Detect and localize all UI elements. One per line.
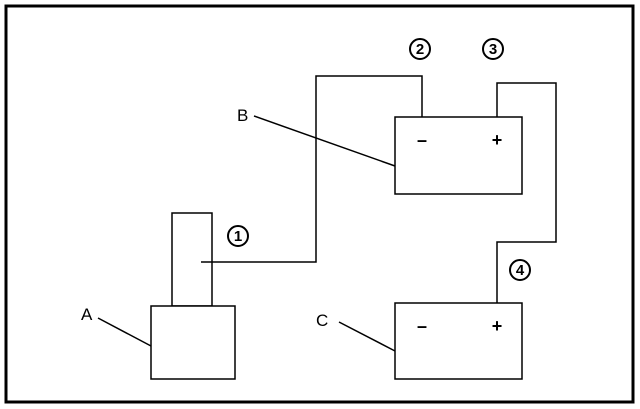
callout-2: 2 <box>416 41 424 58</box>
cable-a-to-b-negative <box>201 75 423 263</box>
battery-b-positive-terminal: + <box>492 130 503 150</box>
callout-3-circle <box>482 38 504 60</box>
callout-4: 4 <box>516 262 525 279</box>
device-a-post <box>171 212 213 307</box>
battery-b-negative-terminal: – <box>417 130 427 150</box>
device-a-body <box>150 305 236 380</box>
battery-c-positive-terminal: + <box>492 316 503 336</box>
battery-c-negative-terminal: – <box>417 316 427 336</box>
battery-c <box>394 302 523 380</box>
callout-1: 1 <box>234 228 242 245</box>
label-b: B <box>237 106 248 125</box>
leader-line-b <box>253 115 396 167</box>
battery-b <box>394 116 523 195</box>
leader-line-a <box>97 317 152 347</box>
callout-4-circle <box>509 259 531 281</box>
cable-b-positive-to-c-positive <box>496 82 557 303</box>
label-a: A <box>81 305 93 324</box>
callout-2-circle <box>409 38 431 60</box>
label-c: C <box>316 311 328 330</box>
leader-line-c <box>338 321 396 352</box>
frame-border <box>4 4 635 404</box>
callout-3: 3 <box>489 41 497 58</box>
callout-1-circle <box>227 225 249 247</box>
